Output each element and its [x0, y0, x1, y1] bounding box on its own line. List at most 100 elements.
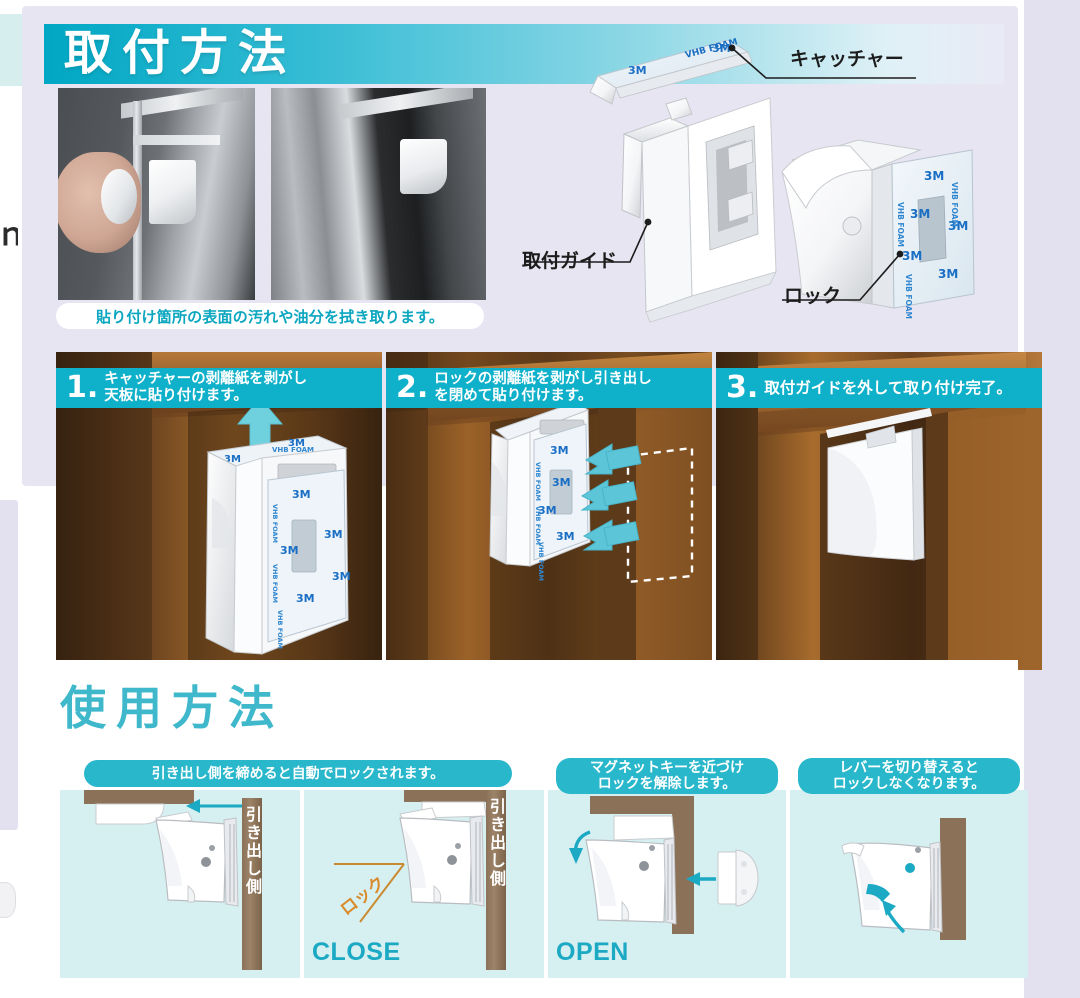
page-bleed-left-glyph: ｎ — [0, 217, 18, 252]
step-2-text: ロックの剥離紙を剥がし引き出し を閉めて貼り付けます。 — [434, 371, 652, 405]
install-caption-pill: 貼り付け箇所の表面の汚れや油分を拭き取ります。 — [56, 303, 484, 329]
svg-text:VHB FOAM: VHB FOAM — [950, 182, 959, 227]
usage-caption-magnet-unlock: マグネットキーを近づけ ロックを解除します。 — [556, 758, 778, 794]
install-step-3: 3. 取付ガイドを外して取り付け完了。 — [716, 352, 1042, 670]
state-label-close: CLOSE — [312, 938, 401, 966]
lock-body — [148, 160, 196, 224]
lock-angle-indicator — [334, 863, 405, 923]
step-2-number: 2. — [396, 370, 429, 405]
svg-text:3M: 3M — [948, 219, 968, 233]
page-bleed-left-teal — [0, 14, 22, 86]
photo-background — [271, 88, 486, 300]
svg-text:3M: 3M — [332, 570, 351, 583]
catcher-leader-line — [728, 44, 916, 79]
step-1-number: 1. — [66, 370, 99, 405]
step-3-line-1: 取付ガイドを外して取り付け完了。 — [764, 379, 1012, 397]
step-3-illustration — [716, 352, 1042, 670]
svg-text:VHB FOAM: VHB FOAM — [537, 542, 545, 581]
svg-text:3M: 3M — [910, 207, 930, 221]
svg-text:VHB FOAM: VHB FOAM — [276, 610, 284, 649]
state-label-open: OPEN — [556, 938, 629, 966]
photo-hand-magnet-key — [58, 88, 255, 300]
svg-text:3M: 3M — [556, 530, 575, 543]
page-bleed-left-lavender — [0, 500, 18, 830]
usage-panel-open: OPEN — [548, 790, 786, 978]
parts-diagram: 3M VHB FOAM 3M — [520, 22, 1010, 332]
svg-text:3M: 3M — [288, 438, 305, 449]
step-2-line-2: を閉めて貼り付けます。 — [434, 388, 593, 404]
svg-text:3M: 3M — [628, 64, 647, 77]
panel-lever-illustration — [790, 790, 1028, 978]
svg-text:3M: 3M — [552, 476, 571, 489]
part-label-catcher: キャッチャー — [790, 48, 904, 70]
usage-caption-lever-disable-line-2: ロックしなくなります。 — [832, 776, 986, 792]
lock-body — [400, 138, 448, 194]
drawer-side-label: 引き出し側 — [487, 798, 506, 888]
install-caption-text: 貼り付け箇所の表面の汚れや油分を拭き取ります。 — [95, 307, 445, 326]
svg-text:3M: 3M — [324, 528, 343, 541]
parts-diagram-svg: 3M VHB FOAM 3M — [526, 37, 975, 323]
step-1-header: 1. キャッチャーの剥離紙を剥がし 天板に貼り付けます。 — [56, 368, 382, 408]
lock-part: 3M 3M 3M 3M 3M VHB FOAM VHB FOAM VHB FOA… — [781, 139, 975, 319]
usage-caption-lever-disable-line-1: レバーを切り替えると — [839, 760, 979, 776]
catcher-plate — [132, 134, 220, 146]
svg-text:VHB FOAM: VHB FOAM — [534, 506, 542, 545]
usage-caption-auto-lock: 引き出し側を締めると自動でロックされます。 — [84, 760, 512, 787]
usage-caption-auto-lock-line-1: 引き出し側を締めると自動でロックされます。 — [151, 765, 445, 782]
step-1-line-2: 天板に貼り付けます。 — [104, 388, 248, 404]
svg-text:VHB FOAM: VHB FOAM — [534, 462, 542, 501]
svg-text:3M: 3M — [292, 488, 311, 501]
install-section-title: 取付方法 — [64, 25, 297, 81]
drawer-side-label: 引き出し側 — [243, 806, 262, 896]
svg-text:3M: 3M — [938, 267, 958, 281]
magnet-key — [717, 849, 759, 907]
svg-text:VHB FOAM: VHB FOAM — [896, 202, 905, 247]
step-2-line-1: ロックの剥離紙を剥がし引き出し — [434, 371, 652, 387]
page-bleed-left-object — [0, 882, 16, 918]
step-1-line-1: キャッチャーの剥離紙を剥がし — [104, 371, 308, 387]
panel-open-illustration — [548, 790, 786, 978]
install-section-header: 取付方法 — [44, 24, 1004, 84]
drawer-side-bar: 引き出し側 — [242, 798, 262, 970]
step-1-text: キャッチャーの剥離紙を剥がし 天板に貼り付けます。 — [104, 371, 307, 405]
step-3-number: 3. — [726, 370, 759, 405]
part-label-lock: ロック — [784, 285, 842, 307]
drawer-side-bar: 引き出し側 — [486, 790, 506, 970]
catcher-part: 3M VHB FOAM 3M — [589, 37, 753, 105]
svg-text:3M: 3M — [538, 504, 557, 517]
svg-text:3M: 3M — [712, 42, 731, 55]
install-step-1: 3M VHB FOAM 3M 3M 3M 3M 3M 3M VHB FOAM V… — [56, 352, 382, 670]
usage-caption-magnet-unlock-line-1: マグネットキーを近づけ — [590, 760, 744, 776]
svg-text:VHB FOAM: VHB FOAM — [271, 564, 279, 603]
usage-section-title: 使用方法 — [60, 681, 284, 735]
magnet-key — [101, 168, 137, 224]
release-rotate-arrow — [569, 830, 591, 864]
svg-text:3M: 3M — [280, 544, 299, 557]
step-3-text: 取付ガイドを外して取り付け完了。 — [764, 368, 1012, 408]
lever-switch-arrow — [882, 900, 906, 934]
usage-panel-locked: ロック CLOSE 引き出し側 — [304, 790, 544, 978]
part-label-mounting-guide: 取付ガイド — [522, 250, 618, 272]
svg-text:VHB FOAM: VHB FOAM — [272, 446, 314, 454]
svg-text:3M: 3M — [224, 454, 241, 465]
mounting-guide-part — [621, 97, 777, 323]
svg-text:3M: 3M — [296, 592, 315, 605]
step-3-header: 3. 取付ガイドを外して取り付け完了。 — [716, 368, 1042, 408]
close-direction-arrow — [186, 799, 244, 813]
usage-caption-lever-disable: レバーを切り替えると ロックしなくなります。 — [798, 758, 1020, 794]
mounting-guide-leader-line — [526, 218, 652, 263]
svg-text:VHB FOAM: VHB FOAM — [271, 504, 279, 543]
panel-closing-illustration — [60, 790, 300, 978]
svg-text:3M: 3M — [924, 169, 944, 183]
svg-text:VHB FOAM: VHB FOAM — [904, 274, 913, 319]
install-step-2: 3M 3M 3M 3M VHB FOAM VHB FOAM VHB FOAM 2… — [386, 352, 712, 670]
usage-panel-lever — [790, 790, 1028, 978]
lock-leader-line — [782, 250, 904, 301]
step-2-header: 2. ロックの剥離紙を剥がし引き出し を閉めて貼り付けます。 — [386, 368, 712, 408]
svg-text:3M: 3M — [550, 444, 569, 457]
magnet-approach-arrow — [686, 872, 716, 886]
usage-caption-magnet-unlock-line-2: ロックを解除します。 — [597, 776, 737, 792]
usage-panel-closing: 引き出し側 — [60, 790, 300, 978]
svg-text:3M: 3M — [902, 249, 922, 263]
